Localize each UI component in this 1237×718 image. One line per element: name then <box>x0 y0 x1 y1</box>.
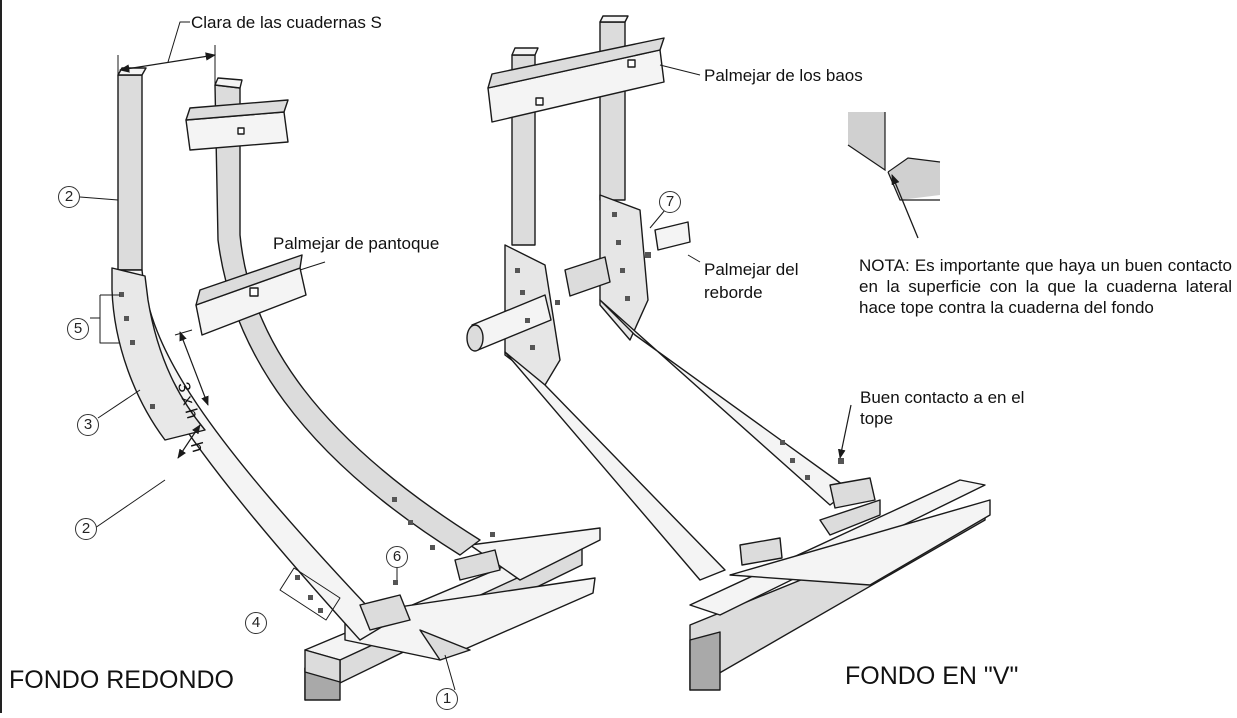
callout-5: 5 <box>67 318 89 340</box>
callout-6: 6 <box>386 546 408 568</box>
callout-4: 4 <box>245 612 267 634</box>
callout-2-lower: 2 <box>75 518 97 540</box>
floor-plate-v-front <box>729 499 991 586</box>
callout-3: 3 <box>77 414 99 436</box>
rear-frame-side <box>214 84 481 556</box>
bilge-knee-plate <box>111 267 206 441</box>
contact-detail-sketch <box>847 112 941 239</box>
frame-spacing-dimension <box>118 52 217 73</box>
callout-2-upper: 2 <box>58 186 80 208</box>
callout-7: 7 <box>659 191 681 213</box>
floor-plate-back <box>469 527 601 581</box>
frame-spacing-label: Clara de las cuadernas S <box>191 13 382 32</box>
good-contact-label: Buen contacto a en el tope <box>860 388 1025 428</box>
callout-1: 1 <box>436 688 458 710</box>
v-bottom-title: FONDO EN "V" <box>845 662 1019 690</box>
note-text: NOTA: Es importante que haya un buen con… <box>859 256 1232 317</box>
chine-stringer-label: Palmejar del reborde <box>704 260 799 302</box>
floor-plate-front <box>344 577 596 661</box>
front-frame-upper <box>117 74 143 271</box>
round-bottom-title: FONDO REDONDO <box>9 666 234 694</box>
bolt-dots <box>119 292 495 613</box>
left-border <box>0 0 2 713</box>
beam-clamp-label: Palmejar de los baos <box>704 66 863 85</box>
bilge-stringer-label: Palmejar de pantoque <box>273 234 440 253</box>
round-bottom-assembly <box>79 21 601 701</box>
chine-knee-back <box>599 194 649 341</box>
v-bottom-assembly <box>466 15 991 691</box>
